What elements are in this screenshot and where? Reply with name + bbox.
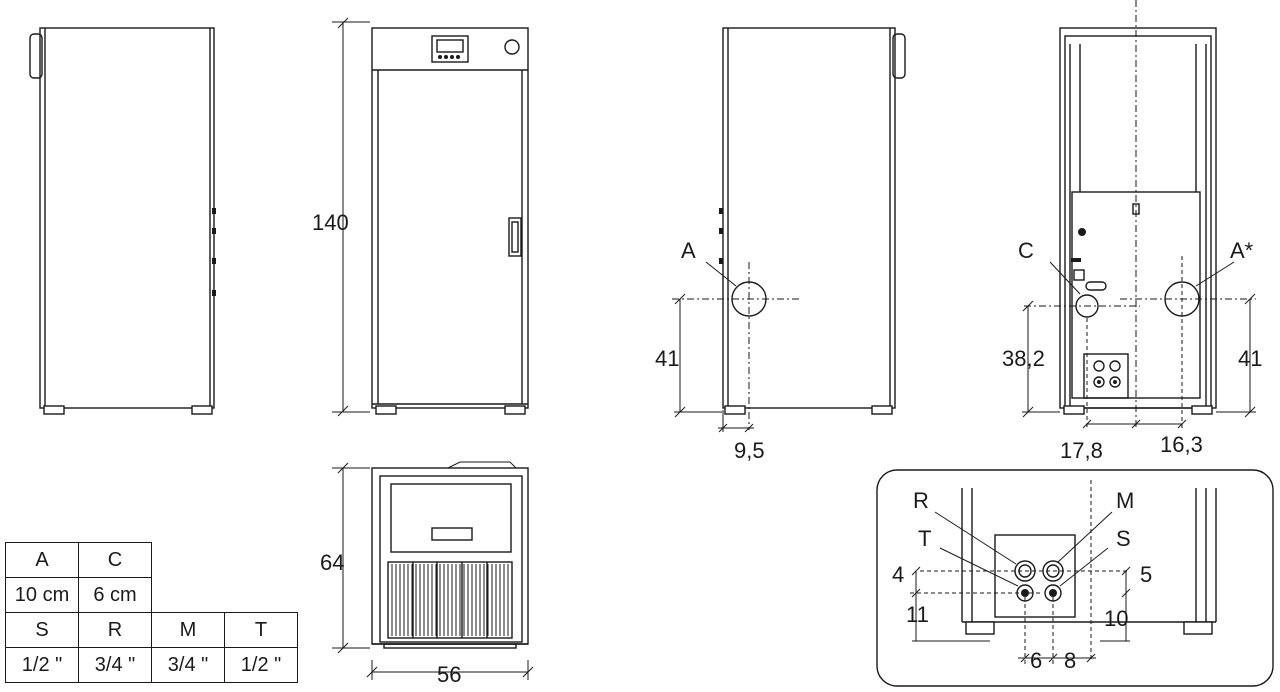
table-cell: 6 cm (78, 577, 152, 613)
table-cell: 3/4 " (151, 647, 225, 683)
rear-c-height-label: 38,2 (1002, 346, 1045, 371)
table-cell: S (5, 612, 79, 648)
detail-view: R M T S 4 11 5 10 6 8 (876, 469, 1274, 687)
table-cell: T (224, 612, 298, 648)
side-a-label: A (681, 238, 696, 263)
rear-a-star-label: A* (1230, 238, 1254, 263)
detail-4-label: 4 (892, 562, 904, 587)
right-side-view: A 41 9,5 (655, 27, 906, 463)
detail-8-label: 8 (1064, 648, 1076, 673)
detail-t-label: T (918, 526, 931, 551)
top-view (371, 461, 529, 649)
width-dimension: 56 (366, 660, 534, 687)
detail-10-label: 10 (1104, 606, 1128, 631)
height-label: 140 (312, 210, 349, 235)
detail-11-label: 11 (906, 602, 929, 627)
detail-6-label: 6 (1030, 648, 1042, 673)
depth-label: 64 (320, 550, 344, 575)
detail-m-label: M (1116, 488, 1134, 513)
side-a-height-label: 41 (655, 346, 679, 371)
front-view (371, 27, 529, 415)
table-cell: M (151, 612, 225, 648)
side-a-offset-label: 9,5 (734, 438, 765, 463)
table-cell: A (5, 542, 79, 578)
table-cell: 1/2 " (224, 647, 298, 683)
table-cell: C (78, 542, 152, 578)
width-label: 56 (437, 662, 461, 687)
detail-r-label: R (913, 488, 929, 513)
connection-size-table: A C 10 cm 6 cm S R M T 1/2 " 3/4 " 3/4 "… (5, 542, 298, 683)
rear-view: C A* 38,2 41 17,8 16 (1002, 0, 1262, 463)
depth-dimension: 64 (320, 462, 370, 654)
table-cell: 1/2 " (5, 647, 79, 683)
table-cell: 3/4 " (78, 647, 152, 683)
detail-5-label: 5 (1140, 562, 1152, 587)
height-dimension: 140 (312, 17, 370, 417)
detail-s-label: S (1116, 526, 1131, 551)
rear-c-offset-label: 17,8 (1060, 438, 1103, 463)
rear-a-height-label: 41 (1238, 346, 1262, 371)
left-side-view (29, 27, 216, 415)
table-cell: 10 cm (5, 577, 79, 613)
rear-a-offset-label: 16,3 (1160, 432, 1203, 457)
table-cell: R (78, 612, 152, 648)
rear-c-label: C (1018, 238, 1034, 263)
